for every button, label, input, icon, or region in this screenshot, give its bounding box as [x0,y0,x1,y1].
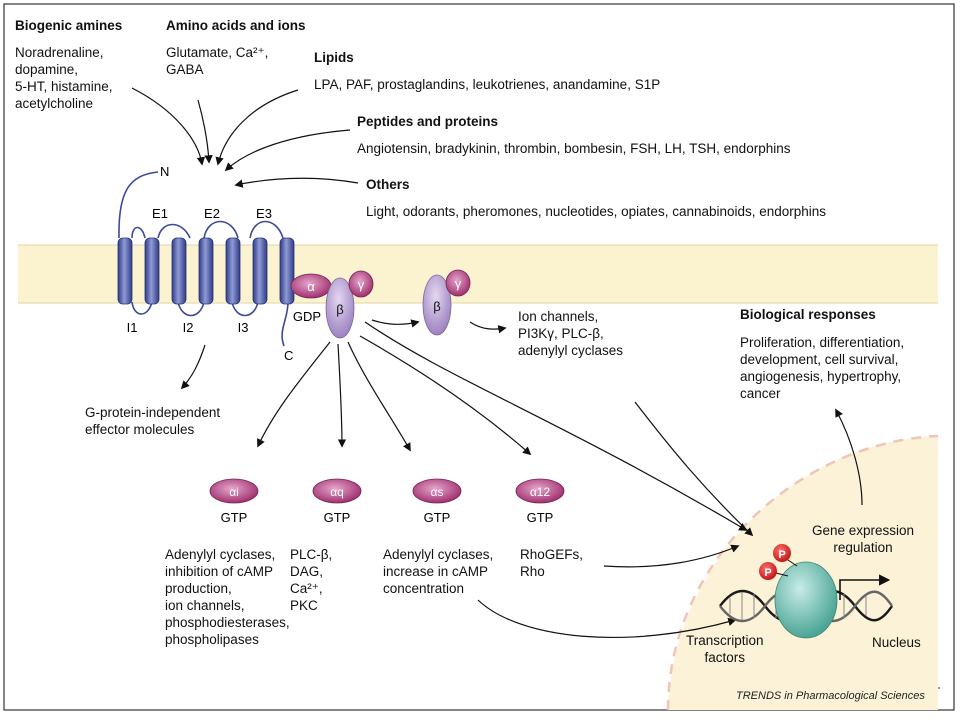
phosphate-circle [773,544,791,562]
alpha-i-label: αi [229,485,239,499]
loop-i2-label: I2 [183,320,194,335]
alpha-q-label: αq [330,485,344,499]
nuclear-envelope [666,434,939,711]
biogenic-amines-list: Noradrenaline, dopamine, 5-HT, histamine… [15,45,113,111]
alpha-s-gtp: GTP [424,510,451,525]
phosphate-circle [759,562,777,580]
loop-e2-label: E2 [204,206,220,221]
lipids-heading: Lipids [314,50,354,65]
g-protein-independent-label: G-protein-independent effector molecules [85,405,221,437]
released-gamma-label: γ [455,276,462,291]
alpha-s-oval [412,478,462,504]
g-gamma-label: γ [358,277,365,292]
ligand-arrows [131,87,359,188]
c-terminus-label: C [284,348,293,363]
gene-expression-label: Gene expression regulation [812,523,915,555]
alpha-s-label: αs [431,485,444,499]
figure-border [3,3,955,711]
g-alpha-label: α [307,279,315,294]
transcription-factor-blob [774,561,838,639]
nucleus-label: Nucleus [872,635,921,650]
gdp-label: GDP [293,309,321,324]
loop-e3-label: E3 [256,206,272,221]
alpha-12-effects: RhoGEFs, Rho [520,547,584,579]
lipids-list: LPA, PAF, prostaglandins, leukotrienes, … [314,77,661,92]
transcription-factors-label: Transcription factors [686,633,764,665]
phosphate-label: P [778,549,785,561]
biological-responses-heading: Biological responses [740,307,876,322]
alpha-i-gtp: GTP [221,510,248,525]
beta-gamma-effectors: Ion channels, PI3Kγ, PLC-β, adenylyl cyc… [518,309,624,358]
g-beta-subunit [325,277,355,339]
cascade-arrows [180,319,863,639]
loop-i3-label: I3 [238,320,249,335]
alpha-q-effects: PLC-β, DAG, Ca²⁺, PKC [290,547,333,613]
n-terminus-label: N [160,164,169,179]
biological-responses-list: Proliferation, differentiation, developm… [740,335,905,401]
released-beta-subunit [422,274,452,336]
alpha-q-gtp: GTP [324,510,351,525]
g-beta-label: β [336,302,343,317]
alpha-i-oval [209,478,259,504]
amino-acids-list: Glutamate, Ca²⁺, GABA [166,45,269,77]
alpha-12-label: α12 [530,485,551,499]
released-beta-label: β [433,299,440,314]
transcription-start-arrow [839,574,891,600]
alpha-q-oval [312,478,362,504]
n-terminal-tail [118,171,159,239]
loop-i1-label: I1 [127,320,138,335]
others-heading: Others [366,177,410,192]
alpha-12-gtp: GTP [527,510,554,525]
phosphate-label: P [764,567,771,579]
cell-membrane [18,245,938,303]
peptides-heading: Peptides and proteins [357,114,499,129]
receptor-helices [117,237,295,305]
biogenic-amines-heading: Biogenic amines [15,18,123,33]
others-list: Light, odorants, pheromones, nucleotides… [366,204,827,219]
peptides-list: Angiotensin, bradykinin, thrombin, bombe… [357,141,791,156]
released-gamma-subunit [445,269,471,297]
alpha-gtp-ovals [209,478,565,504]
amino-acids-heading: Amino acids and ions [166,18,306,33]
receptor-loops [131,220,289,347]
alpha-s-effects: Adenylyl cyclases, increase in cAMP conc… [383,547,494,596]
g-gamma-subunit [348,270,374,298]
alpha-i-effects: Adenylyl cyclases, inhibition of cAMP pr… [165,547,290,647]
loop-e1-label: E1 [152,206,168,221]
journal-credit: TRENDS in Pharmacological Sciences [736,690,925,702]
alpha-12-oval [515,478,565,504]
